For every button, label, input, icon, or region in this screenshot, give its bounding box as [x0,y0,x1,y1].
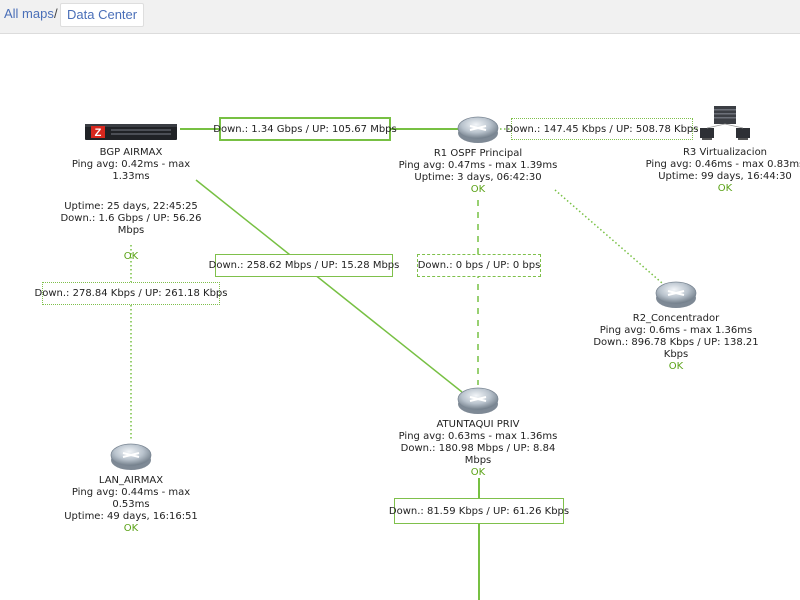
node-traffic: Down.: 896.78 Kbps / UP: 138.21 Kbps [593,337,759,360]
breadcrumb-separator: / [54,6,58,21]
status-badge: OK [668,361,684,372]
status-badge: OK [470,184,486,195]
node-ping: Ping avg: 0.42ms - max 1.33ms [71,159,191,182]
status-badge: OK [717,183,733,194]
link-label-r1-r3[interactable]: Down.: 147.45 Kbps / UP: 508.78 Kbps [506,118,698,140]
node-name: ATUNTAQUI PRIV [436,419,520,430]
node-uptime: Uptime: 3 days, 06:42:30 [414,172,542,183]
router-icon[interactable] [456,384,500,416]
node-r3-virtualizacion[interactable]: R3 Virtualizacion Ping avg: 0.46ms - max… [645,104,800,195]
breadcrumb-all-maps[interactable]: All maps [4,6,54,21]
router-icon[interactable] [654,278,698,310]
node-ping: Ping avg: 0.44ms - max 0.53ms [71,487,191,510]
router-icon[interactable] [456,113,500,145]
node-lan-airmax[interactable]: LAN_AIRMAX Ping avg: 0.44ms - max 0.53ms… [56,440,206,535]
router-icon[interactable] [109,440,153,472]
node-r2-concentrador[interactable]: R2_Concentrador Ping avg: 0.6ms - max 1.… [586,278,766,373]
node-ping: Ping avg: 0.47ms - max 1.39ms [398,160,558,171]
link-label-bgp-atuntaqui[interactable]: Down.: 258.62 Mbps / UP: 15.28 Mbps [209,254,399,277]
link-label-r1-atuntaqui[interactable]: Down.: 0 bps / UP: 0 bps [417,254,541,277]
node-traffic: Down.: 1.6 Gbps / UP: 56.26 Mbps [60,213,202,236]
node-bgp-airmax[interactable]: Z BGP AIRMAX Ping avg: 0.42ms - max 1.33… [52,118,210,263]
node-traffic: Down.: 180.98 Mbps / UP: 8.84 Mbps [400,443,556,466]
node-ping: Ping avg: 0.46ms - max 0.83ms [645,159,800,170]
server-cluster-icon[interactable] [696,104,754,144]
node-uptime: Uptime: 49 days, 16:16:51 [64,511,198,522]
link-bgp-atuntaqui[interactable] [195,179,463,393]
breadcrumb-data-center[interactable]: Data Center [60,3,145,27]
node-ping: Ping avg: 0.6ms - max 1.36ms [599,325,753,336]
node-uptime: Uptime: 25 days, 22:45:25 [64,201,198,212]
node-ping: Ping avg: 0.63ms - max 1.36ms [398,431,558,442]
link-label-bgp-lan[interactable]: Down.: 278.84 Kbps / UP: 261.18 Kbps [35,282,227,305]
server-z-icon[interactable]: Z [83,118,179,144]
status-badge: OK [123,251,139,262]
status-badge: OK [123,523,139,534]
svg-text:Z: Z [95,127,102,139]
status-badge: OK [470,467,486,478]
node-atuntaqui-priv[interactable]: ATUNTAQUI PRIV Ping avg: 0.63ms - max 1.… [388,384,568,479]
node-name: BGP AIRMAX [99,147,163,158]
link-label-atuntaqui-downstream[interactable]: Down.: 81.59 Kbps / UP: 61.26 Kbps [389,498,569,524]
node-name: LAN_AIRMAX [98,475,164,486]
node-r1-ospf-principal[interactable]: R1 OSPF Principal Ping avg: 0.47ms - max… [398,113,558,196]
link-r1-r2[interactable] [554,189,663,284]
link-label-bgp-r1[interactable]: Down.: 1.34 Gbps / UP: 105.67 Mbps [213,117,397,141]
node-name: R1 OSPF Principal [433,148,523,159]
node-name: R2_Concentrador [632,313,720,324]
breadcrumb: All maps / Data Center [0,0,800,34]
node-uptime: Uptime: 99 days, 16:44:30 [658,171,792,182]
node-name: R3 Virtualizacion [682,147,768,158]
